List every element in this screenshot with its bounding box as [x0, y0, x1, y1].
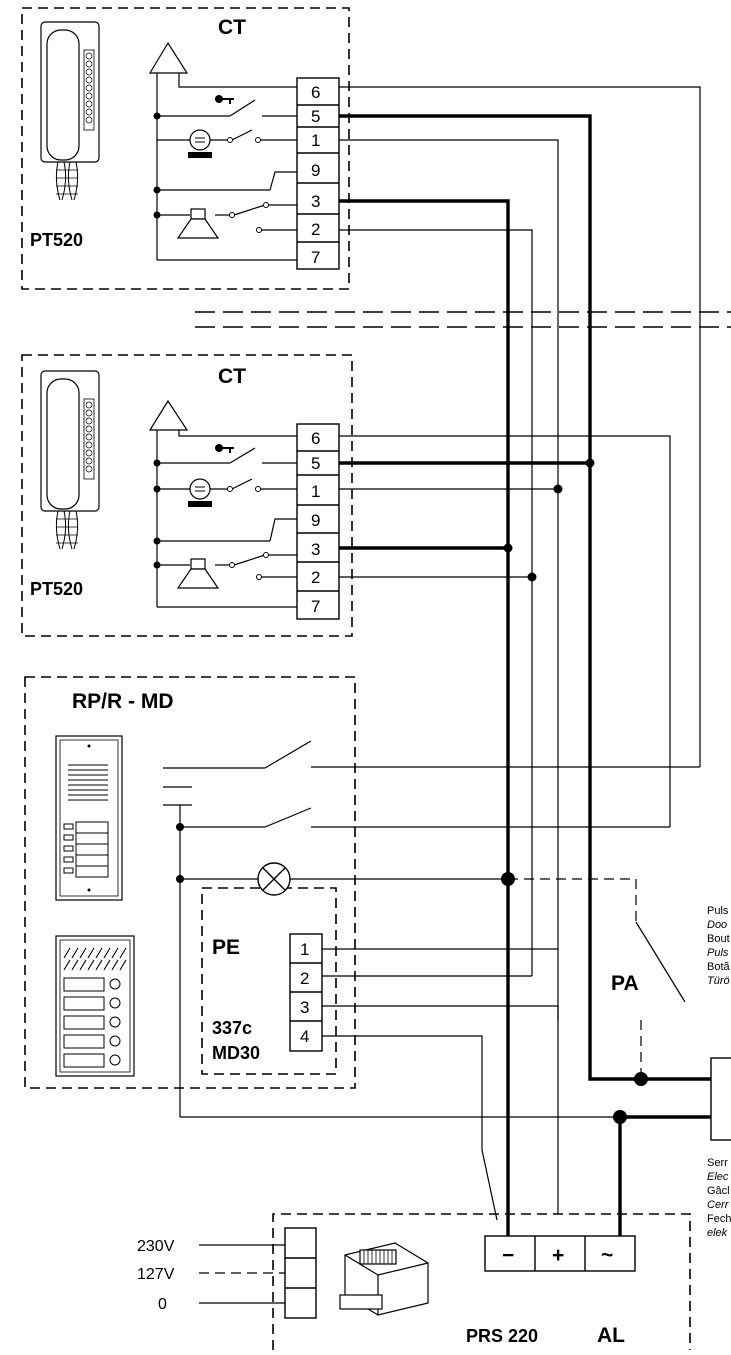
power-supply: 230V 127V 0 − + ~ PRS 220 AL — [137, 1227, 636, 1347]
ct-lower-handset-label: PT520 — [30, 579, 83, 599]
contact-dots — [227, 137, 269, 233]
pe-model-line1: 337c — [212, 1018, 252, 1038]
ct-upper-handset-label: PT520 — [30, 230, 83, 250]
note-line: Elec — [707, 1171, 729, 1183]
svg-text:7: 7 — [311, 597, 320, 616]
svg-text:3: 3 — [311, 540, 320, 559]
lock-notes: Serr Elec Gâcl Cerr Fech elek — [707, 1157, 731, 1239]
bus-junction-dots — [501, 458, 648, 1124]
audio-panel-icon — [55, 935, 135, 1077]
key-icon — [215, 444, 234, 453]
note-line: Bout — [707, 933, 730, 945]
note-line: Cerr — [707, 1199, 730, 1211]
terminal-block — [289, 933, 323, 1052]
door-panel: RP/R - MD — [55, 690, 700, 1118]
key-icon — [215, 95, 234, 104]
input-label-230v: 230V — [137, 1238, 175, 1255]
ct-lower-box — [21, 354, 353, 637]
bell-icon — [188, 129, 212, 158]
note-line: Botã — [707, 961, 731, 973]
handset-icon — [40, 370, 100, 550]
ct-upper: CT PT520 6 5 1 9 3 2 7 — [30, 16, 340, 270]
svg-text:9: 9 — [311, 511, 320, 530]
speaker-icon — [176, 208, 220, 239]
terminal-block — [296, 423, 340, 620]
note-line: Puls — [707, 947, 729, 959]
note-line: Doo — [707, 919, 727, 931]
svg-text:1: 1 — [311, 482, 320, 501]
svg-text:2: 2 — [311, 568, 320, 587]
note-line: elek — [707, 1227, 728, 1239]
pe-model-line2: MD30 — [212, 1043, 260, 1063]
svg-text:5: 5 — [311, 454, 320, 473]
panel-junction-dots — [176, 823, 184, 883]
svg-text:1: 1 — [300, 940, 309, 959]
svg-text:1: 1 — [311, 131, 320, 150]
psu-box — [272, 1213, 691, 1350]
psu-suffix: AL — [597, 1324, 625, 1347]
terminal-block — [296, 77, 340, 270]
din-module-icon — [339, 1242, 429, 1316]
door-lock-box — [710, 1057, 731, 1141]
internal-wiring — [148, 399, 297, 608]
note-line: Türö — [707, 975, 730, 987]
svg-text:2: 2 — [300, 969, 309, 988]
lamp-icon — [257, 862, 291, 896]
pe-module: PE 337c MD30 1 2 3 4 — [212, 933, 323, 1063]
handset-icon — [40, 21, 100, 201]
svg-text:4: 4 — [300, 1027, 309, 1046]
psu-model: PRS 220 — [466, 1326, 538, 1346]
svg-text:7: 7 — [311, 248, 320, 267]
call-arrow-icon — [148, 41, 189, 74]
bus-wiring-thin — [199, 86, 701, 1304]
bus-wiring-thick — [339, 114, 715, 1236]
note-line: Gâcl — [707, 1185, 730, 1197]
terminal-labels: 6 5 1 9 3 2 7 — [311, 83, 320, 267]
note-line: Serr — [707, 1157, 728, 1169]
input-label-127v: 127V — [137, 1266, 175, 1283]
junction-dots — [153, 112, 161, 219]
pa-notes: Puls Doo Bout Puls Botã Türö — [707, 905, 731, 987]
contact-dots — [227, 486, 269, 580]
ct-lower: CT PT520 6 5 1 9 3 2 7 — [30, 365, 340, 620]
note-line: Puls — [707, 905, 729, 917]
ct-upper-box — [21, 7, 350, 290]
svg-text:6: 6 — [311, 83, 320, 102]
pa-label: PA — [611, 972, 639, 995]
mains-terminal-block — [284, 1227, 317, 1319]
speaker-icon — [176, 558, 220, 589]
push-button-panel-icon — [55, 735, 123, 901]
ct-lower-title: CT — [218, 365, 246, 388]
output-minus: − — [502, 1244, 514, 1267]
call-arrow-icon — [148, 399, 189, 431]
output-ac: ~ — [601, 1244, 613, 1267]
svg-text:5: 5 — [311, 107, 320, 126]
output-terminal-block — [484, 1235, 636, 1272]
junction-dots — [153, 459, 161, 569]
note-line: Fech — [707, 1213, 731, 1225]
svg-text:2: 2 — [311, 220, 320, 239]
svg-text:3: 3 — [311, 192, 320, 211]
terminal-labels: 6 5 1 9 3 2 7 — [311, 429, 320, 616]
svg-text:9: 9 — [311, 161, 320, 180]
panel-box — [24, 676, 356, 1089]
output-plus: + — [552, 1244, 564, 1267]
input-label-0: 0 — [158, 1296, 167, 1313]
svg-text:3: 3 — [300, 998, 309, 1017]
terminal-labels: 1 2 3 4 — [300, 940, 309, 1046]
ct-upper-title: CT — [218, 16, 246, 39]
panel-title: RP/R - MD — [72, 690, 174, 713]
panel-wiring — [163, 740, 700, 1118]
bell-icon — [188, 478, 212, 507]
pe-title: PE — [212, 936, 240, 959]
svg-text:6: 6 — [311, 429, 320, 448]
internal-wiring — [148, 41, 297, 261]
